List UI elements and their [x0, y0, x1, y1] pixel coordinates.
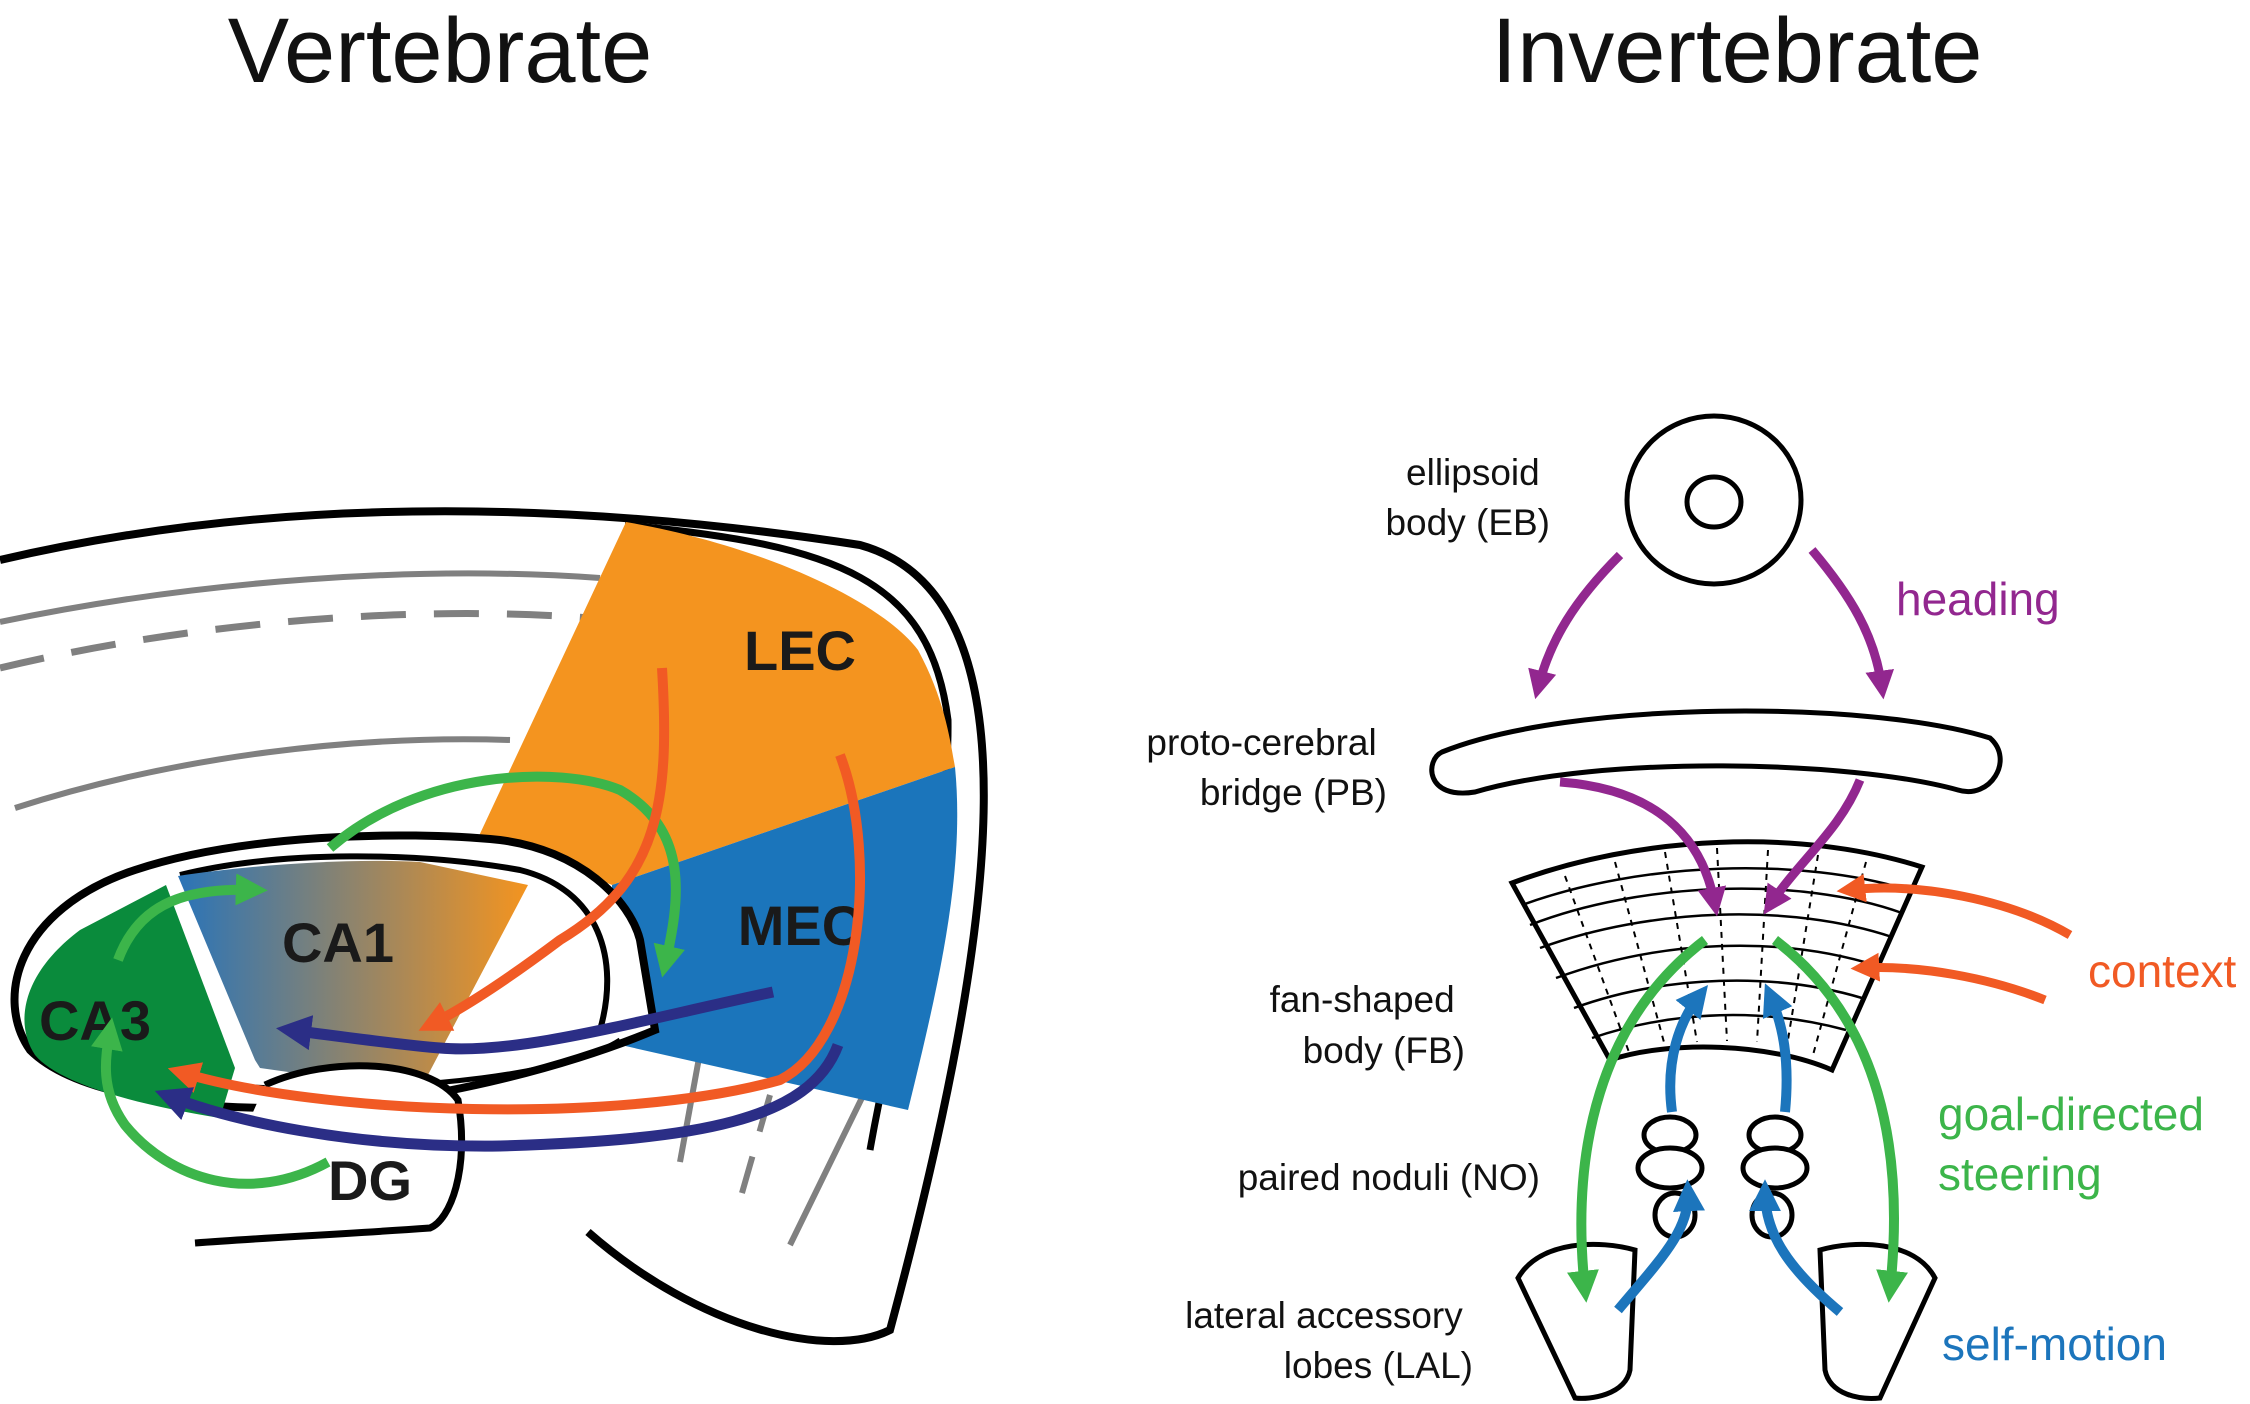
orange-arrow-lec-to-ca1	[418, 667, 670, 1031]
steering-arrow-right	[1771, 936, 1908, 1303]
steering-arrow-left	[1567, 936, 1709, 1303]
pb-label-line2: bridge (PB)	[1200, 772, 1387, 813]
noduli-right	[1740, 1114, 1810, 1240]
lec-label: LEC	[744, 619, 856, 682]
green-arrow-ca3-to-ca1	[113, 873, 268, 962]
ca1-region	[178, 860, 528, 1090]
dg-label: DG	[328, 1149, 412, 1212]
vertebrate-diagram: LEC MEC CA1 CA3 DG	[0, 507, 988, 1346]
lal-label-line1: lateral accessory	[1185, 1295, 1463, 1336]
invertebrate-diagram: ellipsoid body (EB) proto-cerebral bridg…	[1146, 413, 2237, 1401]
steering-label: goal-directed steering	[1938, 1088, 2217, 1200]
ca1-inner-outline	[179, 853, 611, 1031]
lal-label-line2: lobes (LAL)	[1284, 1345, 1473, 1386]
fb-label: fan-shaped body (FB)	[1270, 979, 1465, 1071]
ellipsoid-body-inner	[1684, 474, 1744, 530]
gray-contour-top	[0, 570, 601, 625]
green-arrow-ca1-to-mec	[326, 771, 685, 978]
self-motion-label: self-motion	[1942, 1318, 2167, 1370]
heading-arrow-pb-right	[1763, 778, 1865, 915]
context-arrow-lower	[1850, 952, 2047, 1005]
ca3-region	[24, 885, 236, 1118]
lal-right-shape	[1817, 1241, 1938, 1401]
self-motion-arrow-left-no	[1665, 985, 1708, 1113]
self-motion-arrow-right-lal	[1749, 1179, 1844, 1316]
steering-label-line2: steering	[1938, 1148, 2102, 1200]
heading-label: heading	[1896, 573, 2060, 625]
lal-left-shape	[1515, 1241, 1638, 1401]
context-label: context	[2088, 945, 2237, 997]
ca1-label: CA1	[282, 911, 394, 974]
self-motion-arrow-right-no	[1762, 983, 1793, 1113]
eb-label-line2: body (EB)	[1385, 502, 1550, 543]
heading-arrow-left	[1528, 551, 1624, 700]
lec-region	[478, 522, 955, 885]
vertebrate-title: Vertebrate	[228, 0, 653, 102]
pb-label: proto-cerebral bridge (PB)	[1146, 722, 1387, 813]
gray-contour-mid	[14, 736, 511, 811]
steering-label-line1: goal-directed	[1938, 1088, 2204, 1140]
lal-label: lateral accessory lobes (LAL)	[1185, 1295, 1473, 1386]
gray-dashed-contour	[0, 610, 591, 672]
ca3-label: CA3	[39, 989, 151, 1052]
mec-label: MEC	[738, 894, 862, 957]
fb-label-line2: body (FB)	[1303, 1030, 1465, 1071]
navy-arrow-mec-to-ca3	[154, 1042, 844, 1152]
invertebrate-title: Invertebrate	[1492, 0, 1983, 102]
mec-region	[612, 767, 958, 1110]
orange-arrow-lec-to-ca3	[167, 753, 865, 1115]
navy-arrow-mec-to-ca1	[276, 986, 775, 1055]
pb-label-line1: proto-cerebral	[1146, 722, 1376, 763]
protocerebral-bridge-shape	[1429, 708, 2003, 796]
green-arrow-dg-to-ca3	[91, 1017, 331, 1189]
context-arrow-upper	[1836, 873, 2073, 939]
heading-arrow-pb-left	[1559, 777, 1727, 917]
heading-arrow-right	[1808, 547, 1895, 700]
fb-label-line1: fan-shaped	[1270, 979, 1455, 1020]
outer-brain-outline	[0, 507, 988, 1346]
noduli-left	[1635, 1114, 1705, 1240]
eb-label-line1: ellipsoid	[1406, 452, 1540, 493]
self-motion-arrow-left-lal	[1614, 1179, 1705, 1314]
eb-label: ellipsoid body (EB)	[1385, 452, 1550, 543]
no-label: paired noduli (NO)	[1238, 1157, 1540, 1198]
